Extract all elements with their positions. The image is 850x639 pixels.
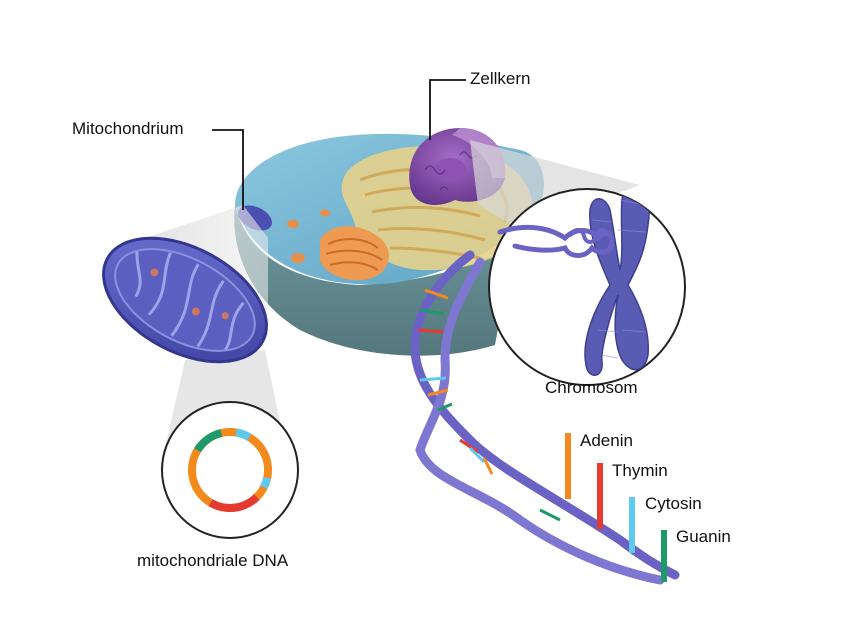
dna-strand-b [415,257,665,585]
leader-mitochondrion [212,129,244,210]
leader-nucleus [429,79,466,140]
cristae [134,251,245,351]
bar-thymin [597,463,603,529]
base-pairs [417,288,561,522]
label-mito-dna: mitochondriale DNA [137,551,289,570]
bar-guanin [661,530,667,582]
dna-coil [497,224,615,258]
base-legend-bars [565,433,667,582]
label-adenin: Adenin [580,431,633,450]
chromosome-panel [488,188,686,386]
golgi-apparatus [320,226,389,281]
vesicles [287,209,330,263]
zoom-beam-chromosome [470,140,640,230]
label-guanin: Guanin [676,527,731,546]
label-nucleus: Zellkern [470,69,531,88]
mito-dna-panel [161,401,299,539]
label-thymin: Thymin [612,461,668,480]
chromosome [584,189,650,376]
label-cytosin: Cytosin [645,494,702,513]
label-chromosome: Chromosom [545,378,638,397]
dna-helix [410,250,680,585]
cell-side [234,205,505,356]
bar-adenin [565,433,571,499]
bar-cytosin [629,497,635,553]
label-mitochondrion: Mitochondrium [72,119,184,138]
mitochondrion-enlarged [102,236,268,364]
